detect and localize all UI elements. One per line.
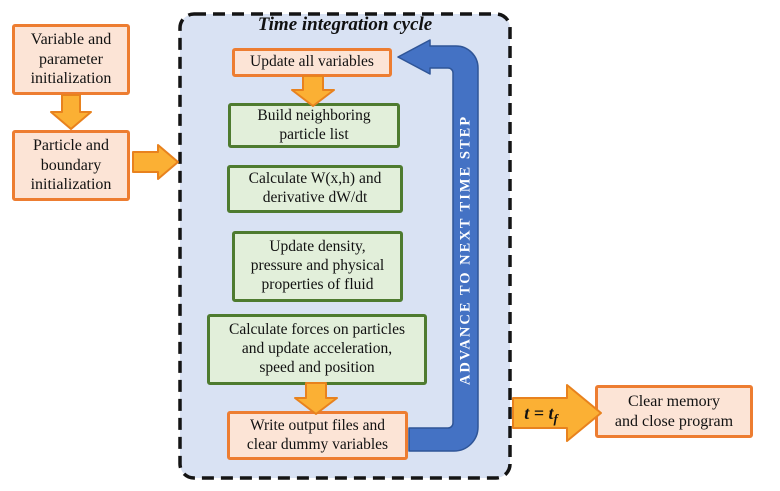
step-build-neighboring-list: Build neighboring particle list: [228, 103, 400, 148]
step-update-density-label: Update density, pressure and physical pr…: [250, 238, 385, 293]
step-write-output: Write output files and clear dummy varia…: [227, 411, 408, 460]
step-calculate-kernel-label: Calculate W(x,h) and derivative dW/dt: [248, 170, 382, 206]
init-box-particle-boundary: Particle and boundary initialization: [12, 130, 130, 201]
cycle-title: Time integration cycle: [257, 14, 433, 35]
end-box-clear-memory-label: Clear memory and close program: [614, 392, 734, 430]
advance-loop-arrow: [397, 39, 479, 452]
init-box-variable-parameter: Variable and parameter initialization: [12, 24, 130, 95]
step-write-output-label: Write output files and clear dummy varia…: [246, 416, 389, 453]
step-update-all-variables: Update all variables: [232, 48, 392, 77]
exit-condition-main: t = t: [524, 402, 554, 423]
end-box-clear-memory: Clear memory and close program: [595, 385, 753, 438]
step-update-density: Update density, pressure and physical pr…: [232, 231, 403, 302]
step-calculate-forces: Calculate forces on particles and update…: [207, 314, 427, 385]
step-calculate-kernel: Calculate W(x,h) and derivative dW/dt: [227, 165, 403, 213]
step-build-neighboring-list-label: Build neighboring particle list: [257, 106, 371, 143]
init-box-particle-boundary-label: Particle and boundary initialization: [30, 137, 112, 194]
init-box-variable-parameter-label: Variable and parameter initialization: [30, 31, 112, 88]
exit-condition-subscript: f: [553, 410, 558, 426]
advance-loop-label: ADVANCE TO NEXT TIME STEP: [457, 114, 474, 386]
step-update-all-variables-label: Update all variables: [250, 53, 374, 71]
step-calculate-forces-label: Calculate forces on particles and update…: [228, 321, 406, 376]
